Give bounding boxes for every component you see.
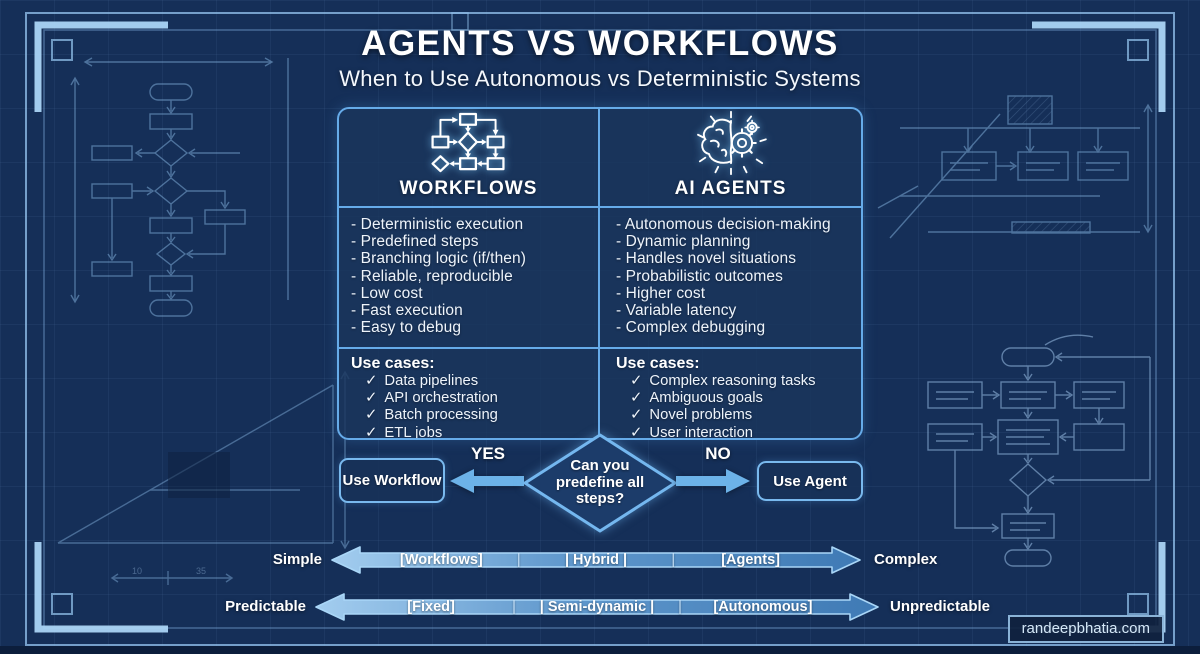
spectrum2-right-label: Unpredictable xyxy=(890,598,991,615)
check-icon: ✓ xyxy=(630,390,643,407)
sketch-wedge-left: 10 35 xyxy=(57,370,350,585)
double-arrow-icon xyxy=(331,546,861,574)
feature-item: - Low cost xyxy=(351,284,423,302)
dim-label: 10 xyxy=(132,566,142,576)
use-case-text: ETL jobs xyxy=(384,424,443,440)
use-case-item: ✓ ETL jobs xyxy=(351,424,590,440)
watermark: randeepbhatia.com xyxy=(1007,615,1164,643)
agents-features: - Autonomous decision-making- Dynamic pl… xyxy=(600,208,861,349)
arrow-left-icon xyxy=(448,467,526,500)
check-icon: ✓ xyxy=(365,390,378,407)
spectrum2-bar: [Fixed] | | Semi-dynamic | | [Autonomous… xyxy=(314,590,880,624)
feature-item: - Dynamic planning xyxy=(616,233,751,251)
workflows-title: WORKFLOWS xyxy=(399,178,538,199)
use-case-text: Batch processing xyxy=(384,407,498,424)
spectrum2-segment: [Autonomous] xyxy=(713,599,813,615)
spectrum1-bar: [Workflows] | | Hybrid | | [Agents] xyxy=(330,543,862,577)
use-case-text: Ambiguous goals xyxy=(649,390,763,407)
spectrum1-segment: [Workflows] xyxy=(400,552,483,568)
corner-bracket-icon xyxy=(34,21,1166,633)
feature-item: - Variable latency xyxy=(616,302,737,320)
bottom-dark-strip xyxy=(0,646,1200,654)
divider-pipe: | xyxy=(678,599,682,615)
use-case-item: ✓ Novel problems xyxy=(616,407,853,424)
spectrum2-segment: | Semi-dynamic | xyxy=(539,599,655,615)
check-icon: ✓ xyxy=(365,373,378,389)
divider-pipe: | xyxy=(512,599,516,615)
use-case-item: ✓ User interaction xyxy=(616,424,853,440)
double-arrow-icon xyxy=(315,593,879,621)
decision-diamond: Can you predefine all steps? xyxy=(523,433,677,533)
frame-lines xyxy=(25,12,1175,646)
spectrum1-left-label: Simple xyxy=(272,551,322,568)
comparison-table: WORKFLOWS xyxy=(337,107,863,440)
flowchart-icon xyxy=(430,110,508,176)
agents-title: AI AGENTS xyxy=(674,178,787,199)
feature-item: - Branching logic (if/then) xyxy=(351,250,527,268)
use-cases-label: Use cases: xyxy=(351,355,435,372)
arrow-right-icon xyxy=(674,467,752,500)
sketch-flowchart-left xyxy=(70,57,289,317)
page-title: AGENTS VS WORKFLOWS xyxy=(361,24,839,63)
spectrum2-segment: [Fixed] xyxy=(407,599,455,615)
use-case-item: ✓ Ambiguous goals xyxy=(616,390,853,407)
feature-item: - Fast execution xyxy=(351,302,463,320)
feature-item: - Deterministic execution xyxy=(351,216,524,233)
divider-pipe: | xyxy=(516,552,521,568)
spectrum1-segment: [Agents] xyxy=(721,552,780,568)
check-icon: ✓ xyxy=(630,373,643,389)
use-case-text: Complex reasoning tasks xyxy=(649,373,816,389)
sketch-flowchart-right xyxy=(927,334,1151,567)
feature-item: - Easy to debug xyxy=(351,319,462,337)
feature-item: - Complex debugging xyxy=(616,319,766,337)
sketch-blocks-right-top xyxy=(877,95,1153,239)
spectrum1-right-label: Complex xyxy=(874,551,938,568)
feature-item: - Predefined steps xyxy=(351,233,479,251)
agents-use-cases: Use cases: ✓ Complex reasoning tasks ✓ A… xyxy=(600,349,861,440)
use-case-text: Data pipelines xyxy=(384,373,479,389)
page-subtitle: When to Use Autonomous vs Deterministic … xyxy=(339,66,861,91)
agents-header-cell: AI AGENTS xyxy=(600,109,861,208)
check-icon: ✓ xyxy=(365,407,378,424)
use-case-item: ✓ Complex reasoning tasks xyxy=(616,373,853,390)
dim-label: 35 xyxy=(196,566,206,576)
feature-item: - Autonomous decision-making xyxy=(616,216,831,233)
use-cases-label: Use cases: xyxy=(616,355,700,372)
use-agent-node: Use Agent xyxy=(757,461,863,501)
check-icon: ✓ xyxy=(630,424,643,440)
divider-pipe: | xyxy=(671,552,676,568)
check-icon: ✓ xyxy=(630,407,643,424)
workflows-header-cell: WORKFLOWS xyxy=(339,109,600,208)
use-workflow-node: Use Workflow xyxy=(339,458,445,503)
use-case-text: Novel problems xyxy=(649,407,753,424)
feature-item: - Handles novel situations xyxy=(616,250,797,268)
use-case-text: User interaction xyxy=(649,424,754,440)
decision-question: Can you predefine all steps? xyxy=(555,457,645,508)
feature-item: - Higher cost xyxy=(616,284,706,302)
workflows-features: - Deterministic execution- Predefined st… xyxy=(339,208,600,349)
use-case-item: ✓ Batch processing xyxy=(351,407,590,424)
spectrum1-segment: | Hybrid | xyxy=(564,552,628,568)
feature-item: - Probabilistic outcomes xyxy=(616,267,783,285)
yes-label: YES xyxy=(470,444,506,463)
no-label: NO xyxy=(705,444,731,463)
spectrum2-left-label: Predictable xyxy=(225,598,306,615)
feature-item: - Reliable, reproducible xyxy=(351,267,513,285)
brain-gear-icon xyxy=(689,110,773,176)
use-case-item: ✓ Data pipelines xyxy=(351,373,590,390)
use-case-text: API orchestration xyxy=(384,390,498,407)
use-case-item: ✓ API orchestration xyxy=(351,390,590,407)
check-icon: ✓ xyxy=(365,424,378,440)
workflows-use-cases: Use cases: ✓ Data pipelines ✓ API orches… xyxy=(339,349,600,440)
